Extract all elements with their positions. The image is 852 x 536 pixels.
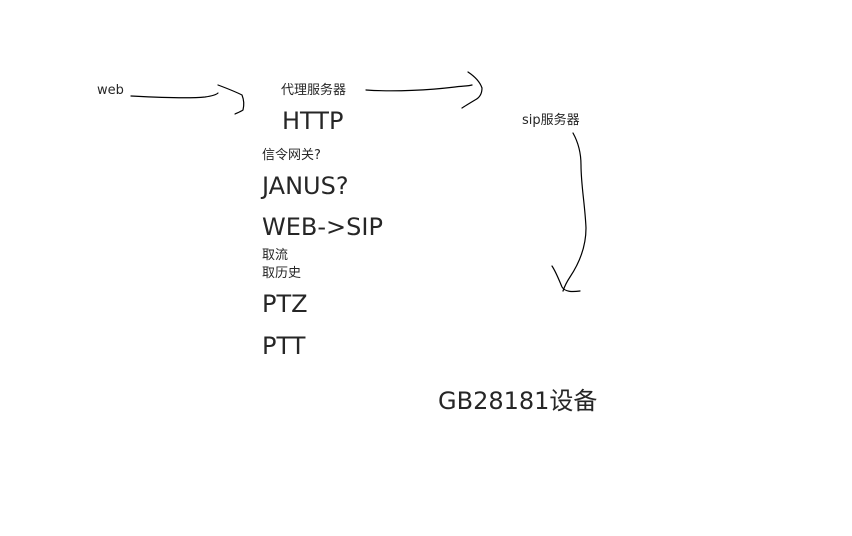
get-stream-label: 取流 <box>262 248 289 263</box>
arrow-sip-down <box>551 132 587 293</box>
ptt-label: PTT <box>262 332 306 360</box>
arrow-proxy-to-sip <box>365 71 483 109</box>
http-label: HTTP <box>282 107 344 135</box>
arrow-web-to-proxy <box>130 84 245 115</box>
gb28181-device-label: GB28181设备 <box>438 387 598 415</box>
web-to-sip-label: WEB->SIP <box>262 213 383 241</box>
sip-server-label: sip服务器 <box>522 113 580 128</box>
get-history-label: 取历史 <box>262 266 302 281</box>
proxy-server-label: 代理服务器 <box>281 83 347 98</box>
janus-label: JANUS? <box>262 172 349 200</box>
ptz-label: PTZ <box>262 290 308 318</box>
web-label: web <box>97 83 124 98</box>
signaling-gateway-label: 信令网关? <box>262 148 321 163</box>
